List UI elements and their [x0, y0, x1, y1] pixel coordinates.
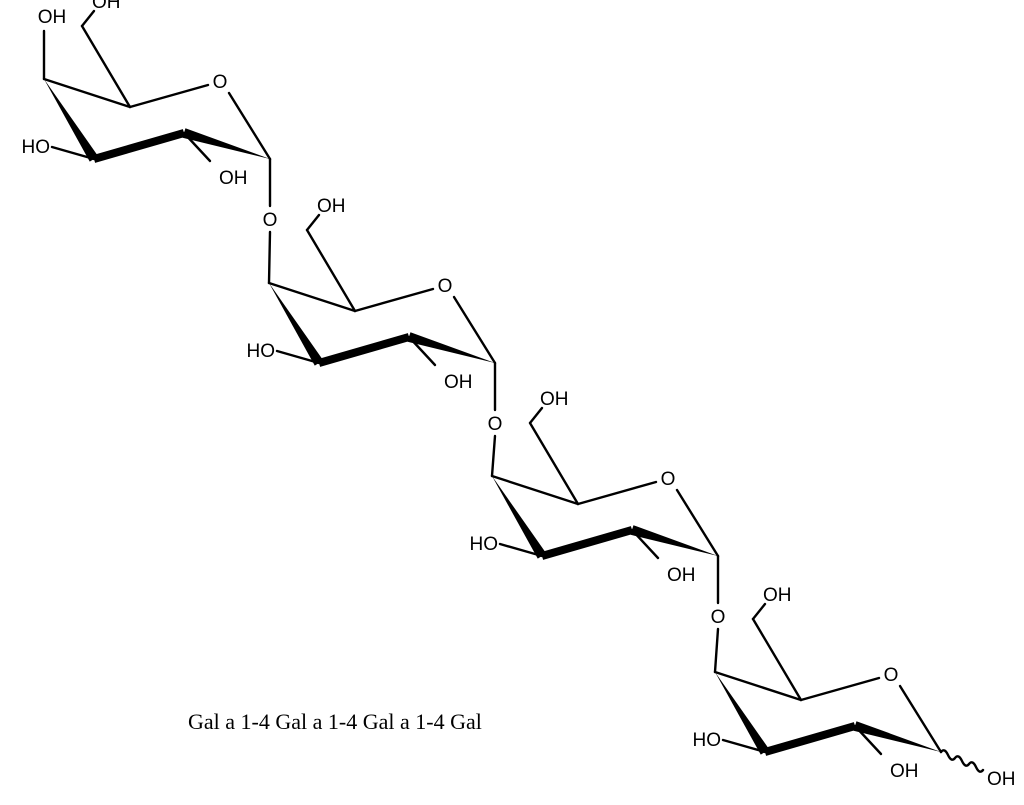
c2-hydroxyl-label: OH: [219, 168, 248, 189]
ring-bond-c2-c1: [407, 332, 495, 363]
c3-hydroxyl-label: HO: [693, 730, 722, 751]
c2-hydroxyl-label: OH: [444, 372, 473, 393]
ring-bond-c2-c1: [853, 721, 941, 752]
galactose-unit-2: O OH HO OH: [247, 196, 497, 393]
ring-bond-c5-c4: [42, 77, 132, 109]
glycosidic-oxygen-label-3: O: [711, 607, 726, 628]
bond-c2-oh: [630, 528, 660, 560]
c6-hydroxyl-label: OH: [763, 585, 792, 606]
c3-hydroxyl-label: HO: [470, 534, 499, 555]
ring-bond-c2-c1: [630, 525, 718, 556]
c6-hydroxyl-label: OH: [540, 389, 569, 410]
ring-bond-c3-c2: [763, 722, 857, 756]
bond-c6-oh: [305, 213, 321, 232]
c3-hydroxyl-label: HO: [247, 341, 276, 362]
bond-c5-c6: [528, 421, 580, 506]
ring-bond-c5-c4: [267, 281, 357, 313]
ring-bond-o5-c5: [353, 287, 435, 313]
bond-c3-oh: [50, 145, 96, 161]
ring-bond-c1-o5: [452, 295, 497, 365]
bond-c6-oh: [80, 9, 96, 28]
c6-hydroxyl-label: OH: [92, 0, 121, 13]
ring-bond-c2-c1: [182, 128, 270, 159]
ring-bond-c3-c2: [92, 129, 186, 163]
galactose-unit-1: O OH HO OH OH: [22, 0, 272, 189]
ring-bond-c3-c2: [540, 526, 634, 560]
ring-bond-c4-c3: [715, 672, 770, 755]
glycosidic-bond-lower-3: [713, 627, 720, 674]
ring-oxygen-label: O: [438, 276, 453, 297]
c2-hydroxyl-label: OH: [667, 565, 696, 586]
bond-c5-c6: [305, 228, 357, 313]
bond-c2-oh: [407, 335, 437, 367]
ring-bond-c4-c3: [269, 283, 324, 366]
ring-bond-c5-c4: [490, 474, 580, 506]
bond-c3-oh: [721, 738, 767, 754]
ring-oxygen-label: O: [213, 72, 228, 93]
bond-c3-oh: [275, 349, 321, 365]
ring-oxygen-label: O: [884, 665, 899, 686]
glycosidic-oxygen-label-1: O: [263, 210, 278, 231]
ring-bond-c3-c2: [317, 333, 411, 367]
ring-bond-c5-c4: [713, 670, 803, 702]
bond-c6-oh: [528, 406, 544, 425]
c3-hydroxyl-label: HO: [22, 137, 51, 158]
ring-bond-o5-c5: [128, 83, 210, 109]
c6-hydroxyl-label: OH: [317, 196, 346, 217]
bond-c2-oh: [182, 131, 212, 163]
ring-oxygen-label: O: [661, 469, 676, 490]
ring-bond-c1-o5: [898, 684, 943, 754]
bond-c6-oh: [751, 602, 767, 621]
glycosidic-bond-lower-1: [267, 230, 272, 285]
c2-hydroxyl-label: OH: [890, 761, 919, 782]
glycosidic-bond-lower-2: [490, 434, 497, 478]
glycosidic-oxygen-label-2: O: [488, 414, 503, 435]
ring-bond-o5-c5: [576, 480, 658, 506]
ring-bond-c1-o5: [675, 488, 720, 558]
ring-bond-o5-c5: [799, 676, 881, 702]
ring-bond-c1-o5: [227, 91, 272, 161]
ring-bond-c4-c3: [492, 476, 547, 559]
bond-c5-c6: [80, 24, 132, 109]
anomeric-hydroxyl-label: OH: [987, 769, 1016, 790]
galactose-unit-3: O OH HO OH: [470, 389, 720, 586]
bond-c2-oh: [853, 724, 883, 756]
caption: Gal a 1-4 Gal a 1-4 Gal a 1-4 Gal: [188, 709, 482, 734]
ring-bond-c4-c3: [44, 79, 99, 162]
bond-c5-c6: [751, 617, 803, 702]
bond-c3-oh: [498, 542, 544, 558]
anomeric-wavy-bond: [939, 749, 985, 773]
galactose-unit-4: O OH HO OH OH: [693, 585, 1016, 790]
c4-hydroxyl-label: OH: [38, 7, 67, 28]
